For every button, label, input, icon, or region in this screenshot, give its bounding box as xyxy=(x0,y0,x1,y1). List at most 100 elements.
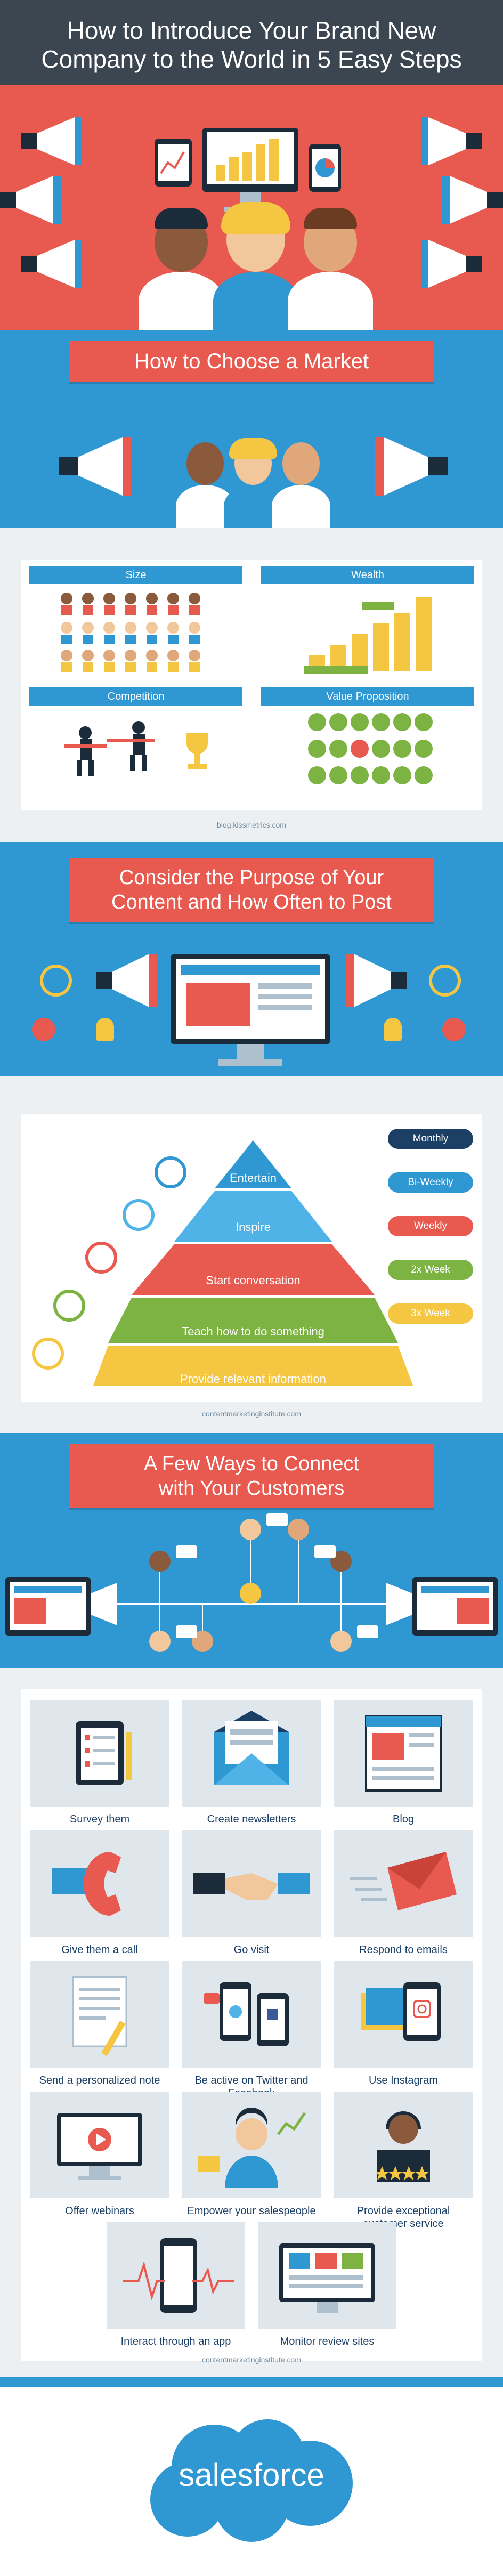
footer: salesforce xyxy=(0,2377,503,2576)
chat-icon xyxy=(85,1242,117,1274)
megaphone-icon xyxy=(21,117,82,165)
way-tile: Empower your salespeople xyxy=(182,2092,321,2217)
race-illustration xyxy=(64,721,208,776)
connect-heading-line-2: with Your Customers xyxy=(158,1477,345,1500)
flying-email-icon xyxy=(334,1830,473,1937)
way-tile: Give them a call xyxy=(30,1830,169,1956)
review-sites-icon xyxy=(258,2222,396,2329)
handshake-icon xyxy=(182,1830,321,1937)
lightbulb-icon xyxy=(96,1018,114,1041)
panel-title-value-proposition: Value Proposition xyxy=(261,687,474,706)
customer-service-icon xyxy=(334,2092,473,2198)
title-line-2: Company to the World in 5 Easy Steps xyxy=(41,45,462,73)
pyramid-tier-teach: Teach how to do something xyxy=(182,1325,324,1338)
megaphone-icon xyxy=(375,437,448,496)
source-credit: blog.kissmetrics.com xyxy=(217,821,286,829)
purpose-section: Consider the Purpose of Your Content and… xyxy=(0,842,503,1076)
connect-heading-line-1: A Few Ways to Connect xyxy=(143,1453,360,1475)
way-label: Use Instagram xyxy=(368,2075,439,2086)
purpose-ribbon: Consider the Purpose of Your Content and… xyxy=(69,858,434,929)
purpose-heading-line-2: Content and How Often to Post xyxy=(111,891,392,913)
way-label: Respond to emails xyxy=(359,1944,448,1956)
megaphone-icon xyxy=(0,176,61,224)
info-icon xyxy=(32,1338,64,1370)
smiley-icon xyxy=(155,1156,186,1188)
pyramid-tier-inspire: Inspire xyxy=(235,1220,271,1234)
page-title: How to Introduce Your Brand New Company … xyxy=(0,16,503,74)
way-label: Survey them xyxy=(69,1813,130,1825)
megaphone-icon xyxy=(59,437,131,496)
people-illustration xyxy=(176,438,330,528)
way-label: Monitor review sites xyxy=(280,2336,375,2347)
way-label: Give them a call xyxy=(61,1944,138,1956)
frequency-weekly: Weekly xyxy=(388,1216,473,1236)
ways-section: Survey them Create newsletters Blog Give… xyxy=(0,1668,503,2377)
salesforce-cloud-logo xyxy=(150,2419,353,2542)
way-tile: Monitor review sites xyxy=(258,2222,396,2348)
pyramid-tier-start-conversation: Start conversation xyxy=(206,1274,301,1287)
megaphone-icon xyxy=(21,240,82,288)
panel-title-wealth: Wealth xyxy=(261,566,474,584)
megaphone-icon xyxy=(96,954,157,1007)
social-media-icon xyxy=(182,1961,321,2068)
mask-icon xyxy=(442,1018,466,1041)
hero-illustration xyxy=(0,85,503,330)
frequency-monthly: Monthly xyxy=(388,1129,473,1149)
envelope-icon xyxy=(182,1700,321,1807)
way-label: Blog xyxy=(392,1813,415,1825)
salesforce-wordmark: salesforce xyxy=(179,2457,324,2493)
frequency-3x-week: 3x Week xyxy=(388,1303,473,1324)
way-tile: Use Instagram xyxy=(334,1961,473,2087)
camera-photo-icon xyxy=(334,1961,473,2068)
way-tile: Be active on Twitter and Facebook xyxy=(182,1961,321,2100)
panel-title-competition: Competition xyxy=(29,687,242,706)
way-label: Send a personalized note xyxy=(39,2075,160,2086)
market-panels: Size Wealth Competition Value Propositio… xyxy=(0,528,503,842)
way-tile: Interact through an app xyxy=(107,2222,245,2348)
megaphone-icon xyxy=(442,176,503,224)
note-icon xyxy=(30,1961,169,2068)
title-line-1: How to Introduce Your Brand New xyxy=(67,17,436,44)
way-tile: Send a personalized note xyxy=(30,1961,169,2087)
money-stacks-icon xyxy=(304,597,432,674)
content-pyramid xyxy=(93,1140,413,1386)
mask-icon xyxy=(32,1018,55,1041)
megaphone-icon xyxy=(421,240,482,288)
apples-illustration xyxy=(308,713,433,784)
app-phone-icon xyxy=(107,2222,245,2329)
crowd-illustration xyxy=(61,593,200,672)
market-heading: How to Choose a Market xyxy=(134,350,369,373)
network-illustration xyxy=(5,1513,498,1652)
webinar-icon xyxy=(30,2092,169,2198)
way-tile: Go visit xyxy=(182,1830,321,1956)
megaphone-icon xyxy=(346,954,407,1007)
presentation-icon xyxy=(53,1290,85,1322)
frequency-2x-week: 2x Week xyxy=(388,1260,473,1280)
purpose-heading-line-1: Consider the Purpose of Your xyxy=(119,866,384,889)
way-label: Create newsletters xyxy=(207,1813,296,1825)
connect-ribbon: A Few Ways to Connect with Your Customer… xyxy=(69,1444,434,1516)
pyramid-section: Entertain Inspire Start conversation Tea… xyxy=(0,1076,503,1433)
source-credit: contentmarketinginstitute.com xyxy=(202,2355,301,2364)
salesperson-icon xyxy=(182,2092,321,2198)
lightbulb-icon xyxy=(384,1018,402,1041)
way-tile: Blog xyxy=(334,1700,473,1826)
market-ribbon: How to Choose a Market xyxy=(69,341,434,389)
info-icon xyxy=(429,965,461,997)
pyramid-tier-entertain: Entertain xyxy=(229,1171,277,1185)
way-label: Empower your salespeople xyxy=(187,2205,316,2217)
way-label: Go visit xyxy=(233,1944,270,1956)
lightbulb-icon xyxy=(123,1199,155,1231)
pyramid-tier-provide-info: Provide relevant information xyxy=(180,1372,326,1386)
phone-icon xyxy=(30,1830,169,1937)
people-illustration xyxy=(133,202,373,330)
connect-section: A Few Ways to Connect with Your Customer… xyxy=(0,1433,503,1668)
clipboard-icon xyxy=(30,1700,169,1807)
monitor-illustration xyxy=(171,954,330,1066)
way-tile: Offer webinars xyxy=(30,2092,169,2217)
megaphone-icon xyxy=(421,117,482,165)
market-section: How to Choose a Market xyxy=(0,330,503,528)
blog-page-icon xyxy=(334,1700,473,1807)
title-banner: How to Introduce Your Brand New Company … xyxy=(0,0,503,85)
